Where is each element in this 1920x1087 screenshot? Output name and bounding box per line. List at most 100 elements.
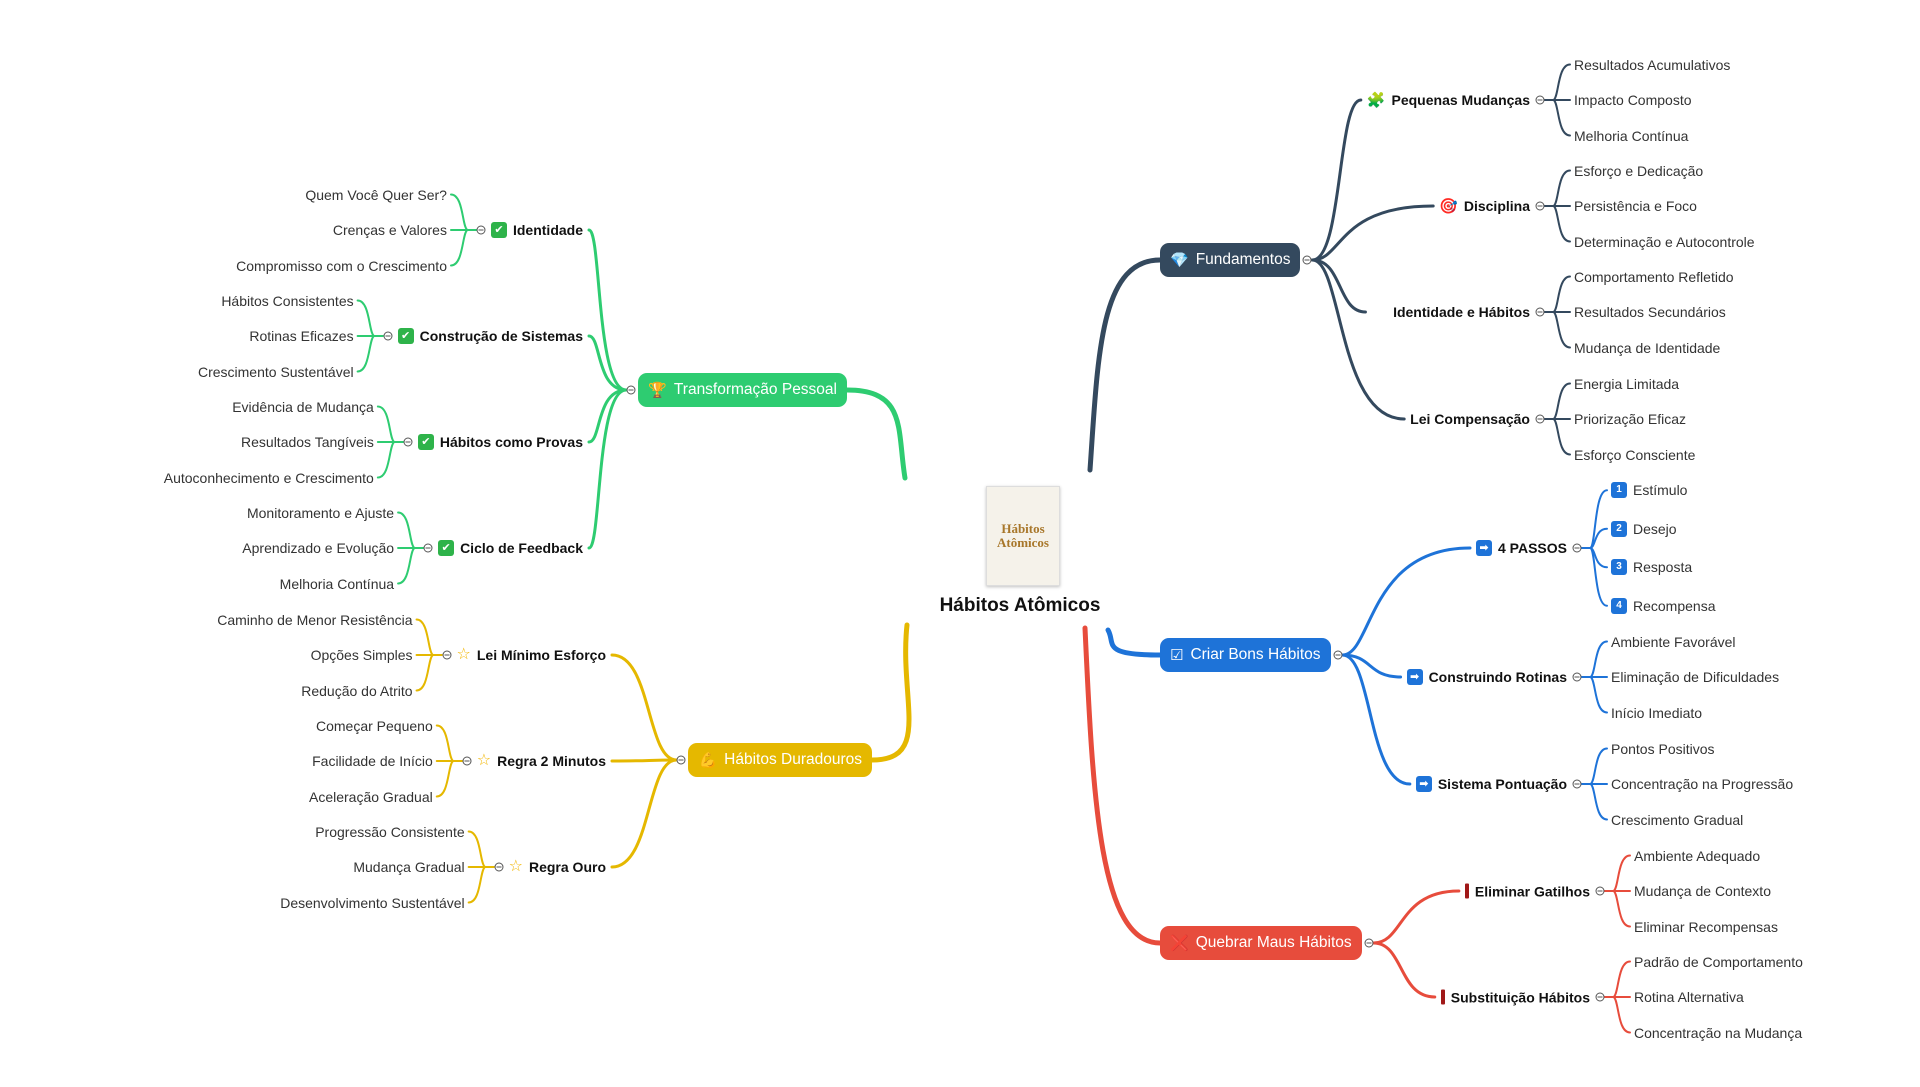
number-1-icon: 1 bbox=[1611, 482, 1627, 499]
collapse-toggle[interactable] bbox=[476, 225, 486, 235]
subtopic[interactable]: Lei Compensação bbox=[1410, 412, 1530, 426]
leaf-topic: Evidência de Mudança bbox=[232, 400, 374, 414]
subtopic-label: Lei Compensação bbox=[1410, 411, 1530, 427]
leaf-label: Impacto Composto bbox=[1574, 92, 1692, 108]
leaf-connector bbox=[467, 830, 495, 868]
collapse-toggle[interactable] bbox=[1302, 255, 1312, 265]
branch-connector bbox=[587, 388, 628, 550]
collapse-toggle[interactable] bbox=[462, 756, 472, 766]
leaf-topic: Compromisso com o Crescimento bbox=[236, 259, 447, 273]
leaf-connector bbox=[356, 335, 384, 373]
collapse-toggle[interactable] bbox=[1572, 543, 1582, 553]
leaf-topic: Comportamento Refletido bbox=[1574, 270, 1734, 284]
subtopic[interactable]: 😊Identidade e Hábitos bbox=[1371, 304, 1530, 320]
leaf-topic: Eliminação de Dificuldades bbox=[1611, 670, 1779, 684]
leaf-label: Progressão Consistente bbox=[315, 823, 465, 840]
leaf-connector bbox=[415, 654, 443, 692]
leaf-topic: Concentração na Mudança bbox=[1634, 1026, 1802, 1040]
subtopic-label: Disciplina bbox=[1463, 198, 1530, 214]
leaf-connector bbox=[415, 618, 443, 656]
leaf-connector bbox=[1604, 960, 1631, 998]
collapse-toggle[interactable] bbox=[442, 650, 452, 660]
subtopic[interactable]: Eliminar Gatilhos bbox=[1464, 883, 1590, 899]
subtopic-label: Ciclo de Feedback bbox=[460, 540, 583, 556]
subtopic[interactable]: ✔Hábitos como Provas bbox=[417, 434, 583, 450]
leaf-label: Facilidade de Início bbox=[312, 753, 433, 769]
subtopic[interactable]: ✔Construção de Sistemas bbox=[397, 328, 583, 344]
leaf-label: Início Imediato bbox=[1611, 704, 1703, 721]
bar-icon bbox=[1440, 989, 1445, 1005]
leaf-label: Redução do Atrito bbox=[301, 682, 413, 699]
leaf-connector bbox=[1544, 382, 1571, 420]
number-2-icon: 2 bbox=[1611, 520, 1627, 537]
collapse-toggle[interactable] bbox=[1535, 414, 1545, 424]
branch-criar[interactable]: ☑Criar Bons Hábitos bbox=[1160, 638, 1331, 672]
subtopic[interactable]: ☆Lei Mínimo Esforço bbox=[457, 647, 606, 663]
subtopic-label: Pequenas Mudanças bbox=[1391, 92, 1531, 108]
leaf-label: Desenvolvimento Sustentável bbox=[280, 894, 465, 911]
subtopic[interactable]: 🎯Disciplina bbox=[1439, 198, 1530, 214]
branch-duradouros[interactable]: 💪Hábitos Duradouros bbox=[688, 743, 872, 777]
leaf-connector bbox=[1604, 996, 1631, 1034]
leaf-topic: Começar Pequeno bbox=[316, 719, 433, 733]
leaf-connector bbox=[1604, 854, 1631, 892]
leaf-topic: Autoconhecimento e Crescimento bbox=[164, 471, 374, 485]
collapse-toggle[interactable] bbox=[626, 385, 636, 395]
branch-connector bbox=[587, 334, 628, 392]
collapse-toggle[interactable] bbox=[383, 331, 393, 341]
leaf-topic: Monitoramento e Ajuste bbox=[247, 506, 394, 520]
root-connector bbox=[1105, 627, 1163, 658]
branch-fundamentos[interactable]: 💎Fundamentos bbox=[1160, 243, 1301, 277]
collapse-toggle[interactable] bbox=[403, 437, 413, 447]
leaf-label: Crenças e Valores bbox=[332, 222, 447, 238]
collapse-toggle[interactable] bbox=[1595, 886, 1605, 896]
leaf-topic: Determinação e Autocontrole bbox=[1574, 235, 1755, 249]
leaf-label: Rotina Alternativa bbox=[1634, 989, 1744, 1005]
collapse-toggle[interactable] bbox=[1333, 650, 1343, 660]
leaf-label: Melhoria Contínua bbox=[1574, 127, 1689, 144]
collapse-toggle[interactable] bbox=[1535, 201, 1545, 211]
subtopic[interactable]: ☆Regra 2 Minutos bbox=[477, 753, 606, 769]
collapse-toggle[interactable] bbox=[676, 755, 686, 765]
leaf-connector bbox=[376, 441, 404, 479]
branch-connector bbox=[1341, 546, 1472, 657]
subtopic[interactable]: ➡Sistema Pontuação bbox=[1415, 776, 1567, 792]
branch-connector bbox=[1310, 98, 1363, 262]
collapse-toggle[interactable] bbox=[1535, 95, 1545, 105]
leaf-label: Aceleração Gradual bbox=[309, 788, 433, 805]
collapse-toggle[interactable] bbox=[494, 862, 504, 872]
branch-quebrar[interactable]: ❌Quebrar Maus Hábitos bbox=[1160, 926, 1362, 960]
subtopic[interactable]: 🧩Pequenas Mudanças bbox=[1367, 92, 1530, 108]
subtopic[interactable]: ✔Ciclo de Feedback bbox=[438, 540, 583, 556]
subtopic[interactable]: Substituição Hábitos bbox=[1440, 989, 1590, 1005]
collapse-toggle[interactable] bbox=[1595, 992, 1605, 1002]
leaf-connector bbox=[449, 229, 477, 267]
leaf-topic: Persistência e Foco bbox=[1574, 199, 1697, 213]
leaf-label: Eliminação de Dificuldades bbox=[1611, 669, 1780, 685]
trophy-icon: 🏆 bbox=[648, 381, 667, 399]
central-topic[interactable]: Hábitos Atômicos bbox=[939, 595, 1101, 616]
collapse-toggle[interactable] bbox=[423, 543, 433, 553]
leaf-connector bbox=[435, 760, 463, 798]
number-3-icon: 3 bbox=[1611, 559, 1627, 576]
collapse-toggle[interactable] bbox=[1572, 672, 1582, 682]
subtopic[interactable]: ➡Construindo Rotinas bbox=[1406, 669, 1567, 685]
subtopic-label: Regra Ouro bbox=[528, 859, 606, 875]
subtopic[interactable]: ✔Identidade bbox=[490, 222, 583, 238]
subtopic[interactable]: ☆Regra Ouro bbox=[509, 859, 606, 875]
leaf-connector bbox=[1604, 890, 1631, 928]
collapse-toggle[interactable] bbox=[1535, 307, 1545, 317]
book-cover-title: Hábitos Atômicos bbox=[997, 521, 1049, 550]
collapse-toggle[interactable] bbox=[1364, 938, 1374, 948]
subtopic-label: Identidade e Hábitos bbox=[1393, 304, 1530, 320]
leaf-label: Compromisso com o Crescimento bbox=[236, 257, 447, 274]
leaf-topic: Rotina Alternativa bbox=[1634, 990, 1744, 1004]
branch-connector bbox=[1310, 258, 1367, 314]
star-icon: ☆ bbox=[456, 646, 471, 663]
branch-transformacao[interactable]: 🏆Transformação Pessoal bbox=[638, 373, 847, 407]
subtopic[interactable]: ➡4 PASSOS bbox=[1476, 540, 1567, 556]
collapse-toggle[interactable] bbox=[1572, 779, 1582, 789]
leaf-label: Desejo bbox=[1633, 520, 1677, 537]
